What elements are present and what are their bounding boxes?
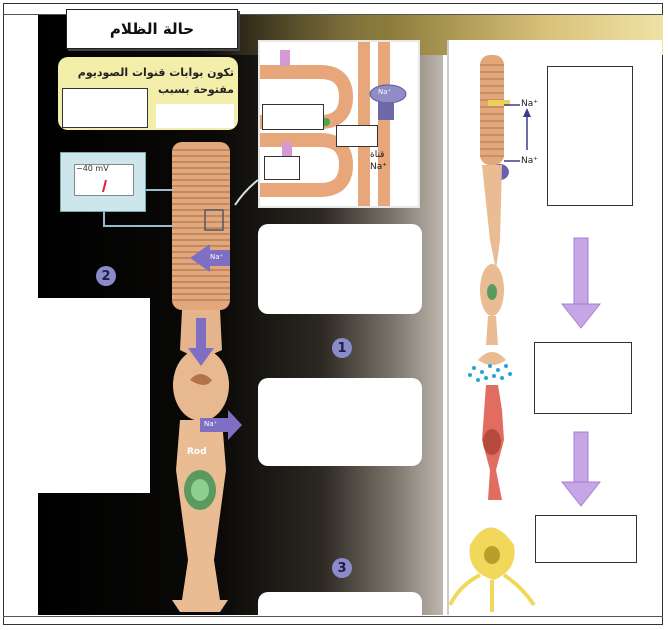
answer-box-inset-1[interactable] xyxy=(262,104,324,130)
answer-box-inset-3[interactable] xyxy=(264,156,300,180)
answer-box-left[interactable] xyxy=(38,298,150,493)
answer-box-inset-2[interactable] xyxy=(336,125,378,147)
bottom-rule xyxy=(3,616,663,617)
na-label-arrow-2: Na⁺ xyxy=(204,420,217,428)
right-na-label-bottom: Na⁺ xyxy=(521,156,538,166)
neurotransmitter-dots xyxy=(468,364,512,382)
marker-3: 3 xyxy=(332,558,352,578)
marker-1: 1 xyxy=(332,338,352,358)
inset-na-label-1: Na⁺ xyxy=(378,88,391,96)
rod-label: Rod xyxy=(187,447,207,457)
na-label-arrow-1: Na⁺ xyxy=(210,253,223,261)
right-rod-cell xyxy=(450,55,534,612)
answer-box-right-2[interactable] xyxy=(534,342,632,414)
answer-box-2[interactable] xyxy=(258,378,422,466)
down-arrow-2 xyxy=(562,432,600,506)
rod-outer-segment xyxy=(172,142,230,310)
inset-channel-label: قناة xyxy=(370,150,384,160)
right-na-label-top: Na⁺ xyxy=(521,99,538,109)
down-arrow-1 xyxy=(562,238,600,328)
inset-na-label-2: Na⁺ xyxy=(370,162,387,172)
answer-box-right-3[interactable] xyxy=(535,515,637,563)
answer-box-1[interactable] xyxy=(258,224,422,314)
answer-box-right-1[interactable] xyxy=(547,66,633,206)
marker-2: 2 xyxy=(96,266,116,286)
answer-box-3[interactable] xyxy=(258,592,422,616)
right-na-arrows xyxy=(504,105,527,161)
